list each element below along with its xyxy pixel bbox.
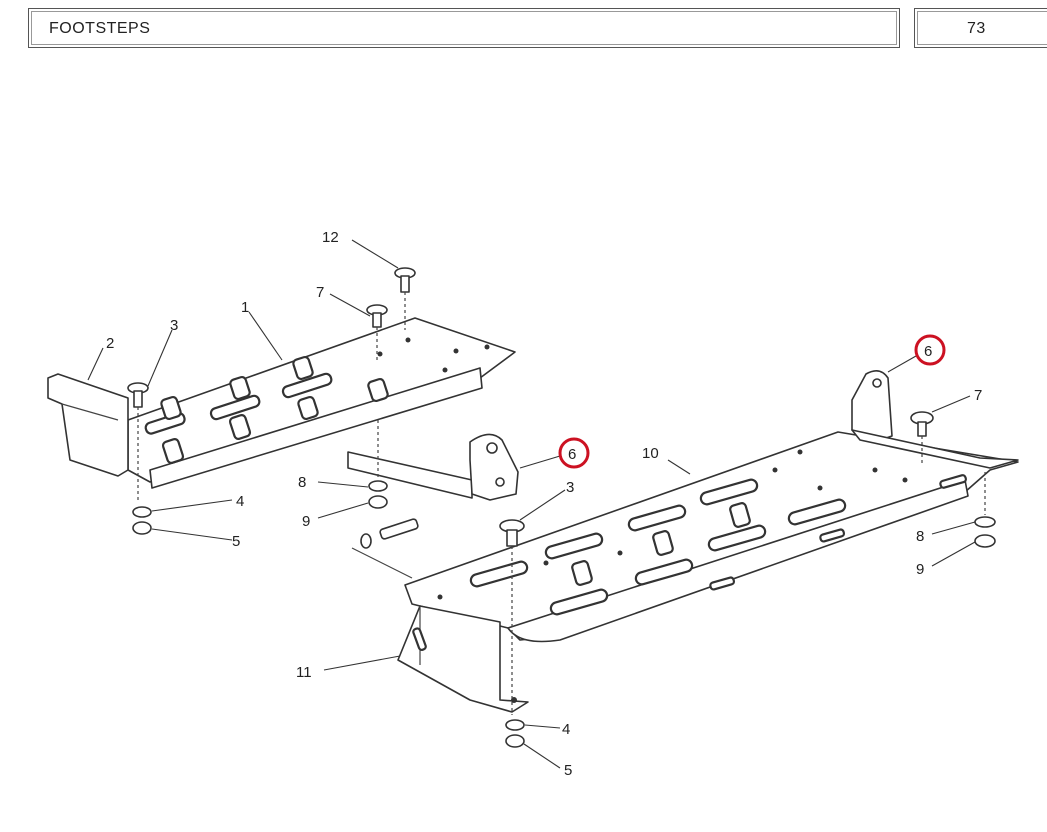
left-footstep-plate [127, 317, 516, 489]
callout-4-lower: 4 [562, 721, 570, 738]
title-box: FOOTSTEPS [28, 8, 900, 48]
fasteners [127, 267, 996, 748]
callout-5-left: 5 [232, 533, 240, 550]
callout-1: 1 [241, 299, 249, 316]
rear-mount-bracket [851, 370, 1019, 469]
page-number: 73 [967, 20, 986, 37]
front-mount-bracket [397, 605, 529, 713]
page-title: FOOTSTEPS [49, 20, 151, 37]
callout-11: 11 [296, 664, 312, 681]
callout-9-left: 9 [302, 513, 310, 530]
highlight-ring-middle [558, 437, 590, 469]
right-footstep-plate [404, 431, 1019, 643]
page-number-box: 73 [914, 8, 1047, 48]
callout-3-middle: 3 [566, 479, 574, 496]
callout-3-left: 3 [170, 317, 178, 334]
callout-10: 10 [642, 445, 659, 462]
callout-6-right: 6 [924, 343, 932, 360]
callout-7-left: 7 [316, 284, 324, 301]
highlight-ring-right [914, 334, 946, 366]
left-end-bracket [47, 373, 129, 477]
callout-8-left: 8 [298, 474, 306, 491]
callout-labels: 12 7 1 3 2 8 9 4 5 10 3 7 8 9 11 4 5 6 6 [106, 229, 982, 779]
middle-mount-bracket [347, 433, 519, 501]
callout-5-lower: 5 [564, 762, 572, 779]
leader-lines [87, 239, 976, 769]
callout-6-middle: 6 [568, 446, 576, 463]
callout-2: 2 [106, 335, 114, 352]
callout-8-right: 8 [916, 528, 924, 545]
callout-4-left: 4 [236, 493, 244, 510]
callout-9-right: 9 [916, 561, 924, 578]
callout-7-right: 7 [974, 387, 982, 404]
callout-12: 12 [322, 229, 339, 246]
